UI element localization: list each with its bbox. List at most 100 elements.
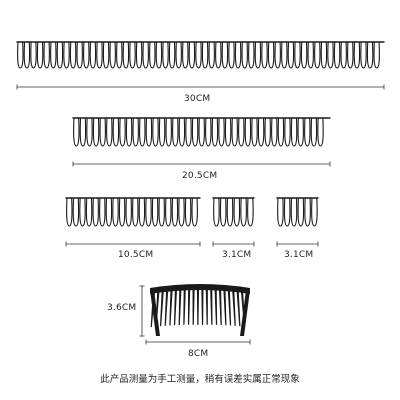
comb-8cm-tooth <box>159 290 164 327</box>
comb-20-5cm-loop <box>297 117 304 147</box>
comb-20-5cm-loop <box>145 117 153 147</box>
comb-20-5cm-loop <box>205 117 212 147</box>
comb-30cm-loop <box>188 41 196 69</box>
comb-20-5cm-loop <box>231 117 238 147</box>
comb-30cm-loop <box>102 41 110 69</box>
comb-10-5cm-loop <box>79 197 86 227</box>
comb-3-1cm-b <box>276 197 319 227</box>
comb-8cm-tooth <box>173 288 178 326</box>
comb-3-1cm-b-loop <box>304 197 311 227</box>
comb-8cm-tooth <box>169 288 173 326</box>
comb-30cm-loop <box>23 41 31 69</box>
comb-30cm-loop <box>89 41 97 69</box>
comb-8cm-tooth <box>236 290 241 327</box>
comb-30cm-loop <box>261 41 268 69</box>
comb-8cm-guard-right <box>240 290 250 336</box>
comb-30cm-loop <box>76 41 83 69</box>
measurement-note: 此产品测量为手工测量，稍有误差实属正常现象 <box>100 374 300 385</box>
comb-10-5cm-loop <box>178 197 185 227</box>
comb-30cm-loop <box>300 41 308 69</box>
comb-10-5cm-loop <box>171 197 179 227</box>
comb-30cm-loop <box>63 41 70 69</box>
comb-3-1cm-b-loop <box>297 197 305 227</box>
comb-30cm-loop <box>241 41 248 69</box>
comb-8cm-tooth <box>164 289 169 326</box>
comb-30cm-loop <box>234 41 242 69</box>
comb-8cm-tooth <box>201 287 204 325</box>
comb-30cm-loop <box>162 41 169 69</box>
comb-30cm-loop <box>221 41 229 69</box>
comb-8cm-tooth <box>214 287 218 325</box>
comb-20-5cm-loop <box>251 117 258 147</box>
comb-10-5cm-loop <box>184 197 192 227</box>
comb-10-5cm-loop <box>158 197 165 227</box>
comb-8cm-tooth <box>183 287 186 325</box>
comb-3-1cm-b-loop <box>311 197 318 227</box>
comb-30cm-loop <box>195 41 202 69</box>
comb-30cm-loop <box>248 41 255 69</box>
comb-8cm-guard-left <box>150 290 160 336</box>
comb-20-5cm-loop <box>257 117 265 147</box>
comb-3-1cm-a-loop <box>233 197 241 227</box>
label-3-1cm-a: 3.1CM <box>222 250 252 260</box>
comb-30cm-loop <box>366 41 374 69</box>
comb-30cm-loop <box>294 41 301 69</box>
comb-30cm-loop <box>56 41 64 69</box>
comb-20-5cm-loop <box>244 117 252 147</box>
comb-8cm-tooth <box>232 289 236 326</box>
comb-20-5cm-loop <box>277 117 285 147</box>
comb-30cm-loop <box>83 41 90 69</box>
comb-10-5cm-loop <box>151 197 159 227</box>
comb-30cm-loop <box>43 41 50 69</box>
comb-30cm-loop <box>122 41 130 69</box>
comb-8cm-tooth <box>196 287 200 325</box>
dim-30cm <box>16 84 385 90</box>
comb-30cm-loop <box>314 41 321 69</box>
comb-30cm-loop <box>50 41 57 69</box>
comb-20-5cm-loop <box>290 117 298 147</box>
dim-10-5cm <box>65 241 201 247</box>
comb-8cm-tooth <box>223 288 227 326</box>
comb-20-5cm-loop <box>139 117 146 147</box>
comb-20-5cm-loop <box>152 117 159 147</box>
comb-30cm-loop <box>69 41 77 69</box>
wire-combs <box>16 41 385 336</box>
comb-30cm-loop <box>201 41 209 69</box>
comb-30cm-loop <box>333 41 341 69</box>
comb-30cm-loop <box>254 41 262 69</box>
comb-3-1cm-a <box>212 197 255 227</box>
label-20-5cm: 20.5CM <box>182 171 218 181</box>
comb-30cm-loop <box>215 41 222 69</box>
comb-10-5cm-loop <box>145 197 152 227</box>
comb-30cm-loop <box>347 41 354 69</box>
comb-10-5cm-loop <box>138 197 146 227</box>
comb-20-5cm-loop <box>264 117 271 147</box>
comb-3-1cm-a-loop <box>247 197 254 227</box>
comb-30cm-loop <box>155 41 163 69</box>
comb-20-5cm-loop <box>224 117 232 147</box>
comb-10-5cm-loop <box>112 197 119 227</box>
comb-20-5cm-loop <box>317 117 324 147</box>
comb-10-5cm-loop <box>92 197 99 227</box>
label-10-5cm: 10.5CM <box>118 250 154 260</box>
comb-30cm-loop <box>168 41 176 69</box>
comb-30cm-loop <box>267 41 275 69</box>
comb-20-5cm-loop <box>172 117 179 147</box>
dimension-lines <box>16 84 385 345</box>
comb-20-5cm-loop <box>99 117 106 147</box>
comb-8cm <box>150 284 250 336</box>
comb-8cm-tooth <box>227 288 232 326</box>
comb-30cm-loop <box>116 41 123 69</box>
comb-10-5cm-loop <box>85 197 93 227</box>
comb-30cm-loop <box>96 41 103 69</box>
label-30cm: 30CM <box>184 94 211 104</box>
comb-20-5cm-loop <box>86 117 93 147</box>
comb-30cm-loop <box>129 41 136 69</box>
dim-8cm <box>145 339 251 345</box>
comb-30cm-loop <box>36 41 44 69</box>
comb-30cm-loop <box>373 41 380 69</box>
comb-20-5cm-loop <box>238 117 245 147</box>
comb-8cm-tooth <box>210 287 213 325</box>
comb-20-5cm-loop <box>92 117 100 147</box>
